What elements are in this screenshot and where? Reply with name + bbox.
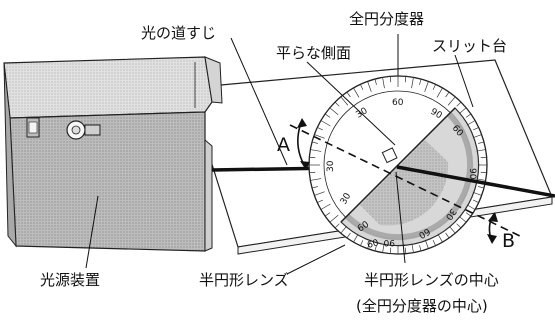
protractor-tick (445, 91, 450, 98)
protractor-tick (445, 232, 450, 239)
protractor-tick (404, 76, 407, 83)
protractor-tick (478, 186, 485, 189)
protractor-tick (465, 212, 472, 217)
protractor-tick (411, 77, 414, 89)
protractor-tick (360, 84, 364, 90)
protractor-tick (419, 245, 422, 252)
protractor-tick (404, 247, 407, 254)
protractor-tick (310, 178, 322, 181)
center-marker (381, 147, 398, 164)
protractor-tick (473, 127, 479, 131)
protractor-tick (432, 240, 436, 246)
slit-stand-label: スリット台 (432, 37, 507, 55)
lens-body-shade (360, 140, 449, 226)
protractor-tick (456, 223, 462, 229)
scale-number: 90 (383, 237, 395, 247)
protractor-center-label: (全円分度器の中心) (356, 297, 488, 315)
protractor-tick (346, 91, 351, 98)
light-source-box (3, 56, 223, 252)
leader-lines (85, 34, 474, 275)
protractor-tick (374, 245, 377, 252)
angle-a-marker (297, 118, 310, 170)
protractor-tick (424, 81, 429, 92)
angle-b-label: B (502, 230, 515, 252)
protractor-tick (309, 156, 316, 159)
protractor-tick (317, 127, 323, 131)
light-path-label: 光の道すじ (141, 24, 216, 42)
protractor-tick (478, 141, 485, 144)
protractor-tick (382, 77, 385, 89)
protractor-tick (419, 78, 422, 85)
lens-flat-side (340, 107, 456, 223)
protractor-tick (473, 199, 479, 203)
knob-icon (26, 117, 40, 138)
lens-center-label: 半円形レンズの中心 (364, 271, 499, 289)
protractor-tick (447, 96, 456, 106)
angle-b-marker (487, 212, 498, 244)
protractor-tick (480, 156, 487, 159)
scale-number: 90 (467, 168, 477, 180)
protractor-tick (317, 199, 323, 203)
protractor-tick (329, 214, 339, 223)
protractor-tick (456, 101, 462, 107)
protractor-tick (320, 120, 331, 127)
refracted-light-path (396, 165, 555, 198)
protractor-tick (314, 134, 325, 139)
protractor-tick (432, 84, 436, 90)
protractor-tick (360, 240, 364, 246)
angle-a-label: A (277, 134, 290, 156)
flat-side-label: 平らな側面 (276, 44, 351, 62)
protractor-tick (329, 107, 339, 116)
light-source-label: 光源装置 (40, 271, 100, 289)
half-lens-label: 半円形レンズ (199, 271, 289, 289)
full-protractor-label: 全円分度器 (349, 10, 424, 28)
protractor-tick (374, 78, 377, 85)
protractor-tick (324, 113, 331, 118)
protractor-tick (311, 186, 318, 189)
protractor-tick (324, 212, 331, 217)
protractor-tick (311, 141, 318, 144)
screw-icon (66, 120, 101, 140)
protractor-tick (465, 113, 472, 118)
protractor-tick (389, 76, 392, 83)
scale-number: 30 (326, 160, 336, 172)
protractor-tick (353, 87, 360, 98)
protractor-tick (334, 223, 340, 229)
protractor-tick (334, 101, 340, 107)
protractor-tick (367, 81, 372, 92)
normal-line (289, 124, 523, 238)
protractor-tick (389, 247, 392, 254)
protractor-tick (309, 171, 316, 174)
scale-number: 60 (366, 238, 380, 251)
protractor-tick (320, 203, 331, 210)
protractor-tick (436, 87, 443, 98)
protractor-tick (310, 149, 322, 152)
protractor-tick (340, 96, 349, 106)
protractor-tick (480, 171, 487, 174)
protractor-tick (346, 232, 351, 239)
scale-number: 60 (392, 98, 404, 108)
protractor-tick (314, 191, 325, 196)
lens-rim (344, 111, 474, 241)
